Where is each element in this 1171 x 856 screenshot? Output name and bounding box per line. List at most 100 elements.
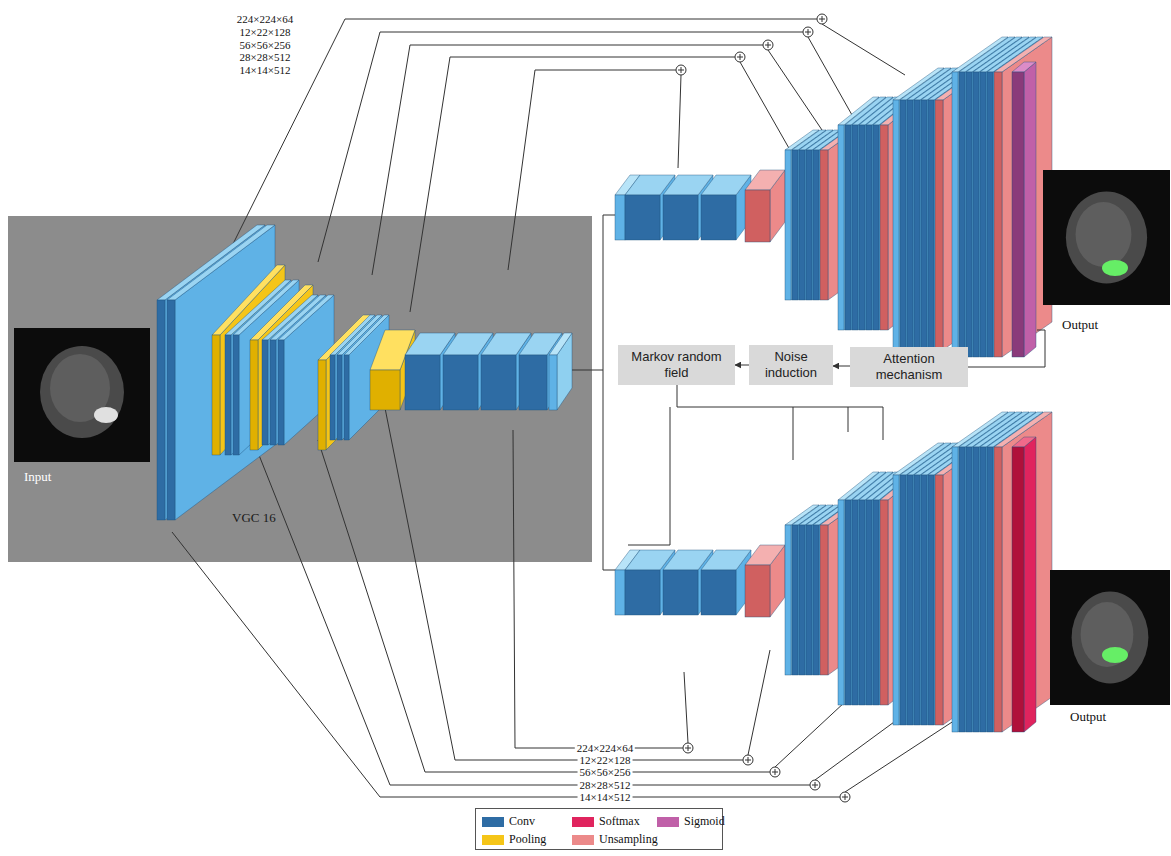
dimension-label: 14×14×512: [238, 64, 293, 76]
layer-front: [928, 475, 934, 725]
image-label: Output: [1070, 710, 1106, 724]
layer-front: [820, 150, 828, 300]
brain-slice-inner: [1076, 202, 1132, 267]
legend-swatch: [657, 817, 679, 827]
conv-layer: [987, 412, 1043, 732]
skip-line: [172, 532, 840, 797]
add-symbol: [676, 65, 686, 75]
layer-front: [799, 525, 805, 675]
layer-side: [993, 37, 1043, 357]
conv-layer: [799, 130, 833, 300]
conv-layer: [973, 412, 1029, 732]
light-layer: [952, 412, 1008, 732]
layer-side: [899, 443, 944, 725]
skip-line: [678, 75, 681, 168]
skip-line: [230, 19, 817, 250]
layer-top: [1012, 437, 1036, 447]
dimension-label: 28×28×512: [578, 779, 633, 791]
dimension-label: 224×224×64: [235, 13, 295, 25]
layer-front: [914, 475, 920, 725]
skip-line: [768, 50, 822, 130]
layer-front: [873, 125, 879, 330]
layer-front: [952, 447, 958, 732]
skip-line: [318, 32, 803, 262]
dimension-label: 12×22×128: [238, 26, 293, 38]
layer-front: [880, 125, 888, 330]
skip-line: [748, 650, 770, 755]
brain-slice: [40, 346, 124, 438]
add-symbol: [763, 40, 773, 50]
add-symbol-cross: [842, 794, 848, 800]
conv-layer: [701, 550, 751, 615]
add-symbol: [770, 767, 780, 777]
light-layer: [785, 130, 819, 300]
layer-front: [994, 447, 1002, 732]
layer-front: [615, 570, 625, 615]
legend-text: Softmax: [599, 814, 640, 829]
layer-front: [959, 447, 965, 732]
layer-side: [791, 130, 819, 300]
tumour-spot: [94, 407, 118, 423]
layer-top: [701, 175, 751, 195]
layer-front: [973, 72, 979, 357]
legend-text: Sigmoid: [684, 814, 725, 829]
box-label: Attention mechanism: [856, 351, 962, 382]
layer-front: [225, 335, 231, 455]
add-symbol-cross: [685, 745, 691, 751]
legend-item: Softmax: [572, 814, 640, 829]
conv-layer: [519, 333, 562, 410]
dimension-label: 14×14×512: [578, 791, 633, 803]
layer-side: [993, 412, 1043, 732]
layer-front: [792, 150, 798, 300]
skip-line: [684, 672, 688, 743]
layer-front: [785, 525, 791, 675]
legend-swatch: [482, 817, 504, 827]
layer-side: [1024, 437, 1036, 732]
skip-line: [808, 37, 852, 115]
layer-front: [625, 570, 660, 615]
legend-item: Sigmoid: [657, 814, 725, 829]
dimension-label: 12×22×128: [578, 754, 633, 766]
layer-top: [278, 295, 334, 340]
layer-front: [859, 125, 865, 330]
layer-front: [212, 335, 220, 455]
process-box: Noise induction: [749, 345, 833, 384]
output-image: [1050, 570, 1170, 705]
encoder-band: VGC 16: [8, 216, 592, 562]
layer-front: [330, 355, 335, 440]
add-symbol-cross: [678, 67, 684, 73]
conv-layer: [799, 505, 833, 675]
layer-front: [701, 570, 736, 615]
legend-item: Pooling: [482, 832, 546, 847]
skip-line: [318, 440, 770, 772]
skip-line: [255, 445, 810, 785]
legend-swatch: [482, 835, 504, 845]
add-symbol-cross: [765, 42, 771, 48]
layer-top: [994, 37, 1052, 72]
layer-top: [994, 412, 1052, 447]
layer-front: [278, 340, 284, 445]
layer-front: [959, 72, 965, 357]
dimension-label: 56×56×256: [578, 766, 633, 778]
layer-front: [549, 355, 557, 410]
legend-swatch: [572, 835, 594, 845]
layer-front: [900, 100, 906, 350]
layer-front: [813, 525, 819, 675]
layer-front: [907, 100, 913, 350]
skip-line: [513, 430, 683, 748]
layer-front: [615, 195, 625, 240]
soft-layer: [1012, 437, 1036, 732]
image-label: Input: [24, 470, 51, 484]
layer-side: [1024, 62, 1036, 357]
layer-top: [701, 550, 751, 570]
layer-front: [262, 340, 268, 445]
layer-front: [980, 72, 986, 357]
layer-front: [900, 475, 906, 725]
add-symbol-cross: [819, 16, 825, 22]
bottleneck-line: [565, 215, 615, 570]
feedback-line: [968, 330, 1045, 367]
layer-front: [519, 355, 547, 410]
skip-line: [822, 24, 905, 75]
layer-top: [745, 545, 785, 565]
